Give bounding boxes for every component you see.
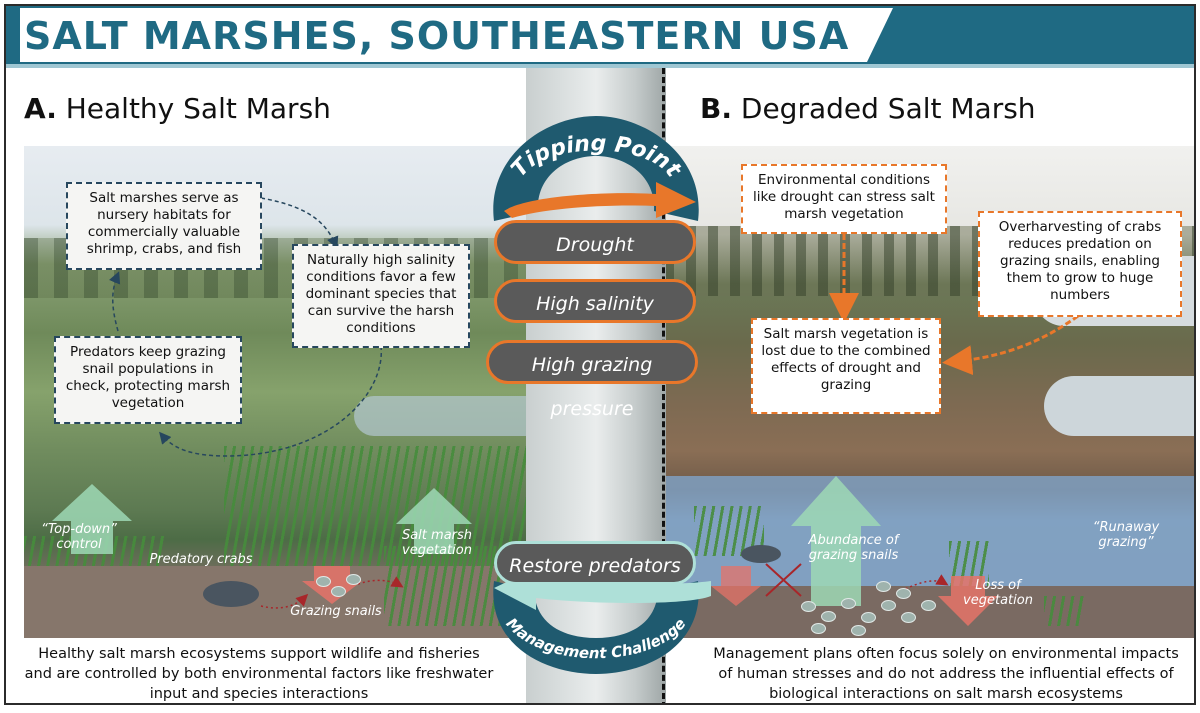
tipping-point-arch — [493, 116, 699, 221]
snail-icon — [331, 586, 346, 597]
label-loss-of-vegetation: Loss of vegetation — [963, 578, 1033, 608]
restore-predators-pill: Restore predators — [494, 541, 696, 585]
stressor-pill-salinity: High salinity — [494, 279, 696, 323]
management-challenge-label: Management Challenge — [502, 614, 689, 662]
panel-b-title: B. Degraded Salt Marsh — [700, 92, 1036, 125]
grass-patch-3 — [1044, 596, 1084, 626]
snail-icon — [316, 576, 331, 587]
snails-down-arrow — [302, 566, 362, 604]
marsh-water — [354, 396, 549, 436]
banner-title: SALT MARSHES, SOUTHEASTERN USA — [20, 8, 894, 62]
open-water-2 — [1044, 376, 1194, 436]
note-predators: Predators keep grazing snail populations… — [54, 336, 242, 424]
tipping-point-arrow — [504, 182, 696, 218]
label-salt-marsh-vegetation: Salt marsh vegetation — [401, 528, 473, 558]
restore-arrow — [494, 568, 711, 610]
marsh-grass-right — [384, 546, 504, 626]
snail-icon — [811, 623, 826, 634]
svg-text:Tipping Point: Tipping Point — [507, 131, 687, 183]
overharvesting-arrow — [942, 314, 1079, 376]
predation-arrow — [260, 593, 309, 609]
vegetation-arrow — [396, 488, 472, 554]
title-banner: SALT MARSHES, SOUTHEASTERN USA — [6, 6, 1194, 64]
note-vegetation-lost: Salt marsh vegetation is lost due to the… — [751, 318, 941, 414]
snail-icon — [861, 612, 876, 623]
panel-b-letter: B. — [700, 92, 732, 125]
crab-decline-arrow — [711, 566, 761, 606]
snail-icon — [346, 574, 361, 585]
caption-healthy: Healthy salt marsh ecosystems support wi… — [24, 646, 494, 702]
cycle-arrow-3 — [109, 271, 121, 332]
stressor-pill-drought: Drought — [494, 220, 696, 264]
management-challenge-label-svg: Management Challenge — [502, 614, 689, 662]
caption-degraded: Management plans often focus solely on e… — [713, 646, 1179, 702]
snail-icon — [921, 600, 936, 611]
tipping-point-label: Tipping Point — [507, 131, 687, 183]
mud-bank-b — [664, 586, 1194, 638]
label-top-down-control: “Top-down” control — [41, 522, 117, 552]
panel-a-title: A. Healthy Salt Marsh — [24, 92, 331, 125]
vegetation-loss-arrow — [938, 576, 998, 626]
stressor-pill-grazing: High grazing pressure — [486, 340, 698, 420]
panel-b-title-text: Degraded Salt Marsh — [740, 92, 1036, 125]
panel-a-title-text: Healthy Salt Marsh — [65, 92, 331, 125]
snail-icon — [851, 625, 866, 636]
snail-icon — [881, 600, 896, 611]
label-abundance-of-grazing-snails: Abundance of grazing snails — [808, 533, 899, 563]
label-grazing-snails: Grazing snails — [290, 604, 382, 619]
cycle-arrow-2 — [159, 345, 382, 457]
banner-underline — [6, 64, 1194, 68]
label-runaway-grazing: “Runaway grazing” — [1092, 520, 1160, 550]
grazing-arrow — [357, 576, 404, 588]
crab-icon — [203, 581, 259, 607]
snail-abundance-arrow — [791, 476, 881, 606]
note-drought-stress: Environmental conditions like drought ca… — [741, 164, 947, 234]
note-overharvesting: Overharvesting of crabs reduces predatio… — [978, 211, 1182, 317]
snail-icon — [801, 601, 816, 612]
crab-icon-b — [741, 545, 781, 563]
svg-text:Management Challenge: Management Challenge — [502, 614, 689, 662]
snail-icon — [821, 611, 836, 622]
tipping-point-label-svg: Tipping Point — [507, 131, 687, 183]
snail-icon — [841, 598, 856, 609]
panel-a-letter: A. — [24, 92, 57, 125]
snail-icon — [876, 581, 891, 592]
divider-dashed-line — [662, 68, 665, 703]
note-high-salinity: Naturally high salinity conditions favor… — [292, 244, 470, 348]
snail-icon — [901, 612, 916, 623]
management-challenge-arch — [493, 581, 699, 674]
infographic-frame: SALT MARSHES, SOUTHEASTERN USA A. Health… — [4, 4, 1196, 705]
note-nursery-habitats: Salt marshes serve as nursery habitats f… — [66, 182, 262, 270]
cross-out-line-2 — [765, 563, 802, 597]
top-down-arrow-1 — [52, 484, 132, 554]
label-predatory-crabs: Predatory crabs — [149, 552, 253, 567]
cycle-arrow-1 — [260, 197, 339, 249]
snail-icon — [896, 588, 911, 599]
